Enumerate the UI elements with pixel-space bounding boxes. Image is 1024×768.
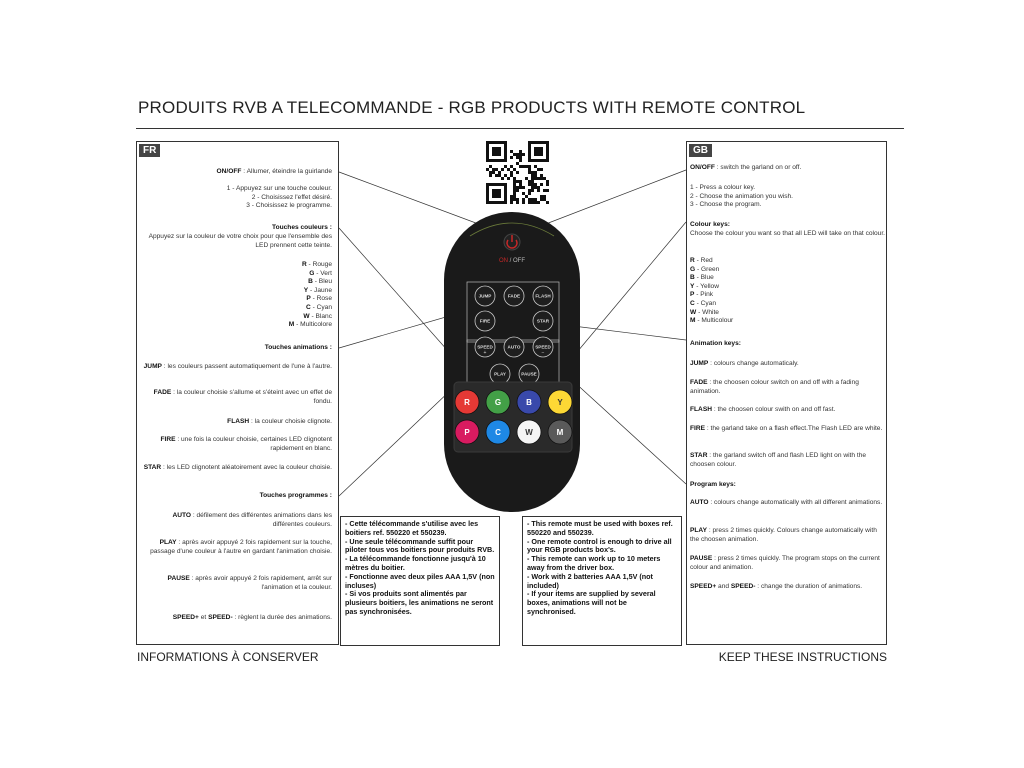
gb-steps: 1 - Press a colour key. 2 - Choose the a… <box>690 184 793 209</box>
key-auto[interactable]: AUTO <box>503 336 525 358</box>
svg-text:G: G <box>495 398 501 407</box>
page-title: PRODUITS RVB A TELECOMMANDE - RGB PRODUC… <box>138 98 806 117</box>
svg-text:AUTO: AUTO <box>508 345 521 350</box>
power-icon <box>506 239 518 249</box>
svg-text:FLASH: FLASH <box>535 294 551 299</box>
key-colour-g[interactable]: G <box>485 389 511 415</box>
title-rule <box>136 128 904 129</box>
key-colour-y[interactable]: Y <box>547 389 573 415</box>
gb-prog-play: PLAY : press 2 times quickly. Colours ch… <box>690 527 877 543</box>
svg-text:PAUSE: PAUSE <box>521 372 537 377</box>
svg-text:FADE: FADE <box>508 294 520 299</box>
key-pause[interactable]: PAUSE <box>518 363 540 385</box>
gb-anim-heading: Animation keys: <box>690 340 741 347</box>
svg-text:W: W <box>525 428 533 437</box>
gb-colour-heading: Colour keys: <box>690 221 730 228</box>
svg-text:Y: Y <box>557 398 563 407</box>
gb-anim-star: STAR : the garland switch off and flash … <box>690 452 867 468</box>
fr-anim-fire: FIRE : une fois la couleur choisie, cert… <box>160 436 332 452</box>
svg-text:FIRE: FIRE <box>480 319 490 324</box>
fr-prog-play: PLAY : après avoir appuyé 2 fois rapidem… <box>150 539 332 555</box>
gb-onoff: ON/OFF : switch the garland on or off. <box>690 164 802 171</box>
speed-plus-sign: + <box>484 350 487 356</box>
fr-anim-star: STAR : les LED clignotent aléatoirement … <box>143 464 332 471</box>
speed-minus-sign: − <box>542 350 545 356</box>
svg-text:M: M <box>557 428 564 437</box>
fr-colour-desc: Appuyez sur la couleur de votre choix po… <box>148 233 332 249</box>
key-colour-w[interactable]: W <box>516 419 542 445</box>
fr-prog-pause: PAUSE : après avoir appuyé 2 fois rapide… <box>167 575 332 591</box>
gb-colour-desc: Choose the colour you want so that all L… <box>690 230 885 237</box>
footer-left: INFORMATIONS À CONSERVER <box>137 650 319 664</box>
remote-body <box>444 212 580 512</box>
gb-anim-flash: FLASH : the choosen colour swith on and … <box>690 406 836 413</box>
key-fire[interactable]: FIRE <box>474 310 496 332</box>
power-label: ON / OFF <box>499 258 525 264</box>
key-colour-p[interactable]: P <box>454 419 480 445</box>
key-speed-plus[interactable]: SPEED+ <box>474 336 496 358</box>
svg-text:B: B <box>526 398 532 407</box>
key-play[interactable]: PLAY <box>489 363 511 385</box>
key-star[interactable]: STAR <box>532 310 554 332</box>
svg-text:P: P <box>464 428 470 437</box>
key-colour-r[interactable]: R <box>454 389 480 415</box>
footer-right: KEEP THESE INSTRUCTIONS <box>718 650 887 664</box>
gb-prog-pause: PAUSE : press 2 times quickly. The progr… <box>690 555 880 571</box>
svg-text:SPEED: SPEED <box>477 345 493 350</box>
fr-instructions-panel: FR ON/OFF : Allumer, éteindre la guirlan… <box>136 141 339 645</box>
gb-instructions-panel: GB ON/OFF : switch the garland on or off… <box>686 141 887 645</box>
remote-top-arc <box>469 222 555 237</box>
fr-steps: 1 - Appuyez sur une touche couleur. 2 - … <box>226 185 332 210</box>
gb-anim-fire: FIRE : the garland take on a flash effec… <box>690 425 883 432</box>
svg-text:SPEED: SPEED <box>535 345 551 350</box>
fr-anim-heading: Touches animations : <box>264 344 332 351</box>
svg-text:C: C <box>495 428 501 437</box>
fr-anim-jump: JUMP : les couleurs passent automatiquem… <box>143 363 332 370</box>
gb-anim-jump: JUMP : colours change automaticaly. <box>690 360 799 367</box>
fr-speed: SPEED+ et SPEED- : règlent la durée des … <box>172 614 332 621</box>
key-fade[interactable]: FADE <box>503 285 525 307</box>
gb-colour-list: R - Red G - Green B - Blue Y - Yellow P … <box>690 257 734 325</box>
key-colour-c[interactable]: C <box>485 419 511 445</box>
gb-prog-auto: AUTO : colours change automatically with… <box>690 499 883 506</box>
gb-anim-fade: FADE : the choosen colour switch on and … <box>690 379 859 395</box>
gb-tag: GB <box>689 144 712 157</box>
fr-tag: FR <box>139 144 161 157</box>
fr-prog-heading: Touches programmes : <box>259 492 332 499</box>
svg-text:JUMP: JUMP <box>479 294 492 299</box>
key-jump[interactable]: JUMP <box>474 285 496 307</box>
fr-colour-heading: Touches couleurs : <box>272 224 332 231</box>
power-button[interactable] <box>503 233 521 251</box>
key-colour-m[interactable]: M <box>547 419 573 445</box>
gb-prog-heading: Program keys: <box>690 481 736 488</box>
key-flash[interactable]: FLASH <box>532 285 554 307</box>
fr-onoff: ON/OFF : Allumer, éteindre la guirlande <box>216 168 332 175</box>
gb-speed: SPEED+ and SPEED- : change the duration … <box>690 583 863 590</box>
key-colour-b[interactable]: B <box>516 389 542 415</box>
key-speed-minus[interactable]: SPEED− <box>532 336 554 358</box>
fr-colour-list: R - Rouge G - Vert B - Bleu Y - Jaune P … <box>288 261 332 329</box>
fr-prog-auto: AUTO : défilement des différentes animat… <box>172 512 332 528</box>
fr-anim-flash: FLASH : la couleur choisie clignote. <box>227 418 332 425</box>
svg-text:R: R <box>464 398 470 407</box>
gb-notes-box: - This remote must be used with boxes re… <box>522 516 682 646</box>
fr-anim-fade: FADE : la couleur choisie s'allume et s'… <box>153 389 332 405</box>
colour-keys-frame <box>453 381 573 453</box>
fr-notes-box: - Cette télécommande s'utilise avec les … <box>340 516 500 646</box>
svg-text:STAR: STAR <box>537 319 550 324</box>
svg-text:PLAY: PLAY <box>494 372 506 377</box>
